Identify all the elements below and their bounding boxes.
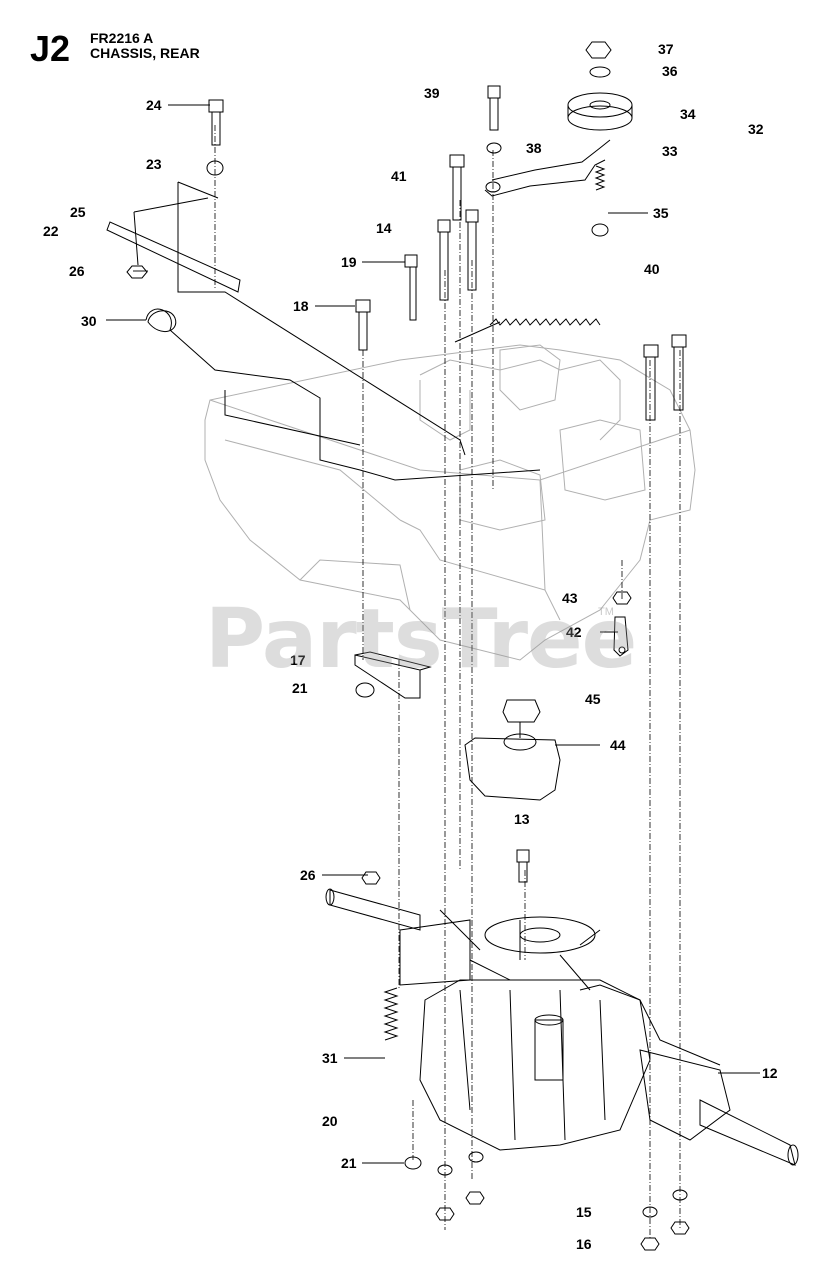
callout-34: 34 [680,106,696,122]
callout-40: 40 [644,261,660,277]
callout-25: 25 [70,204,86,220]
callout-43: 43 [562,590,578,606]
callout-labels: 37 36 34 32 33 39 38 24 23 41 25 22 14 3… [43,41,778,1252]
callout-23: 23 [146,156,162,172]
callout-17: 17 [290,652,306,668]
callout-36: 36 [662,63,678,79]
hairpin-clip [613,616,629,657]
nuts-and-washers [126,41,690,1251]
linkage-rods [106,139,611,481]
callout-19: 19 [341,254,357,270]
fluid-reservoir [464,699,561,801]
callout-33: 33 [662,143,678,159]
callout-35: 35 [653,205,669,221]
spacer-block [354,651,432,699]
callout-18: 18 [293,298,309,314]
callout-42: 42 [566,624,582,640]
idler-pulley [567,92,633,131]
callout-15: 15 [576,1204,592,1220]
callout-22: 22 [43,223,59,239]
springs [383,165,606,1041]
callout-38: 38 [526,140,542,156]
section-code: J2 [30,28,71,69]
callout-26: 26 [69,263,85,279]
transaxle-assembly [325,888,799,1166]
callout-45: 45 [585,691,601,707]
callout-32: 32 [748,121,764,137]
callout-39: 39 [424,85,440,101]
callout-44: 44 [610,737,626,753]
callout-21: 21 [292,680,308,696]
callout-14: 14 [376,220,392,236]
rear-chassis [204,344,696,661]
callout-31: 31 [322,1050,338,1066]
callout-26b: 26 [300,867,316,883]
callout-21b: 21 [341,1155,357,1171]
callout-41: 41 [391,168,407,184]
model-number: FR2216 A [90,30,154,46]
callout-13: 13 [514,811,530,827]
section-title: CHASSIS, REAR [90,45,200,61]
callout-12: 12 [762,1065,778,1081]
callout-37: 37 [658,41,674,57]
partstree-watermark: PartsTree [205,592,637,687]
callout-16: 16 [576,1236,592,1252]
bolts [208,85,687,883]
callout-24: 24 [146,97,162,113]
callout-30: 30 [81,313,97,329]
callout-20: 20 [322,1113,338,1129]
watermark-trademark: TM [598,606,614,618]
leader-lines [106,104,760,1164]
